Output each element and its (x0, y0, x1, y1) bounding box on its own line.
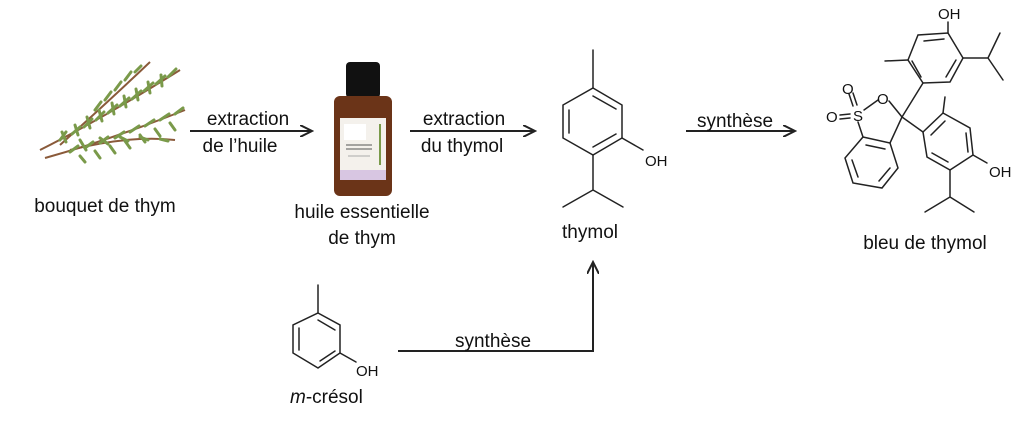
thymol-blue-oxo-top: O (842, 81, 854, 98)
oil-extraction-label-1: extraction (207, 109, 289, 130)
cresol-synthesis-arrow (398, 262, 593, 352)
thymol-oh-label: OH (645, 153, 668, 170)
cresol-synthesis-label: synthèse (455, 331, 531, 352)
thymol-extraction-label-2: du thymol (421, 136, 503, 157)
thymol-blue-ring-oxygen: O (877, 91, 889, 108)
m-cresol-oh-label: OH (356, 363, 379, 380)
essential-oil-label-2: de thym (328, 228, 396, 249)
m-cresol-structure (292, 284, 357, 369)
thymol-blue-label: bleu de thymol (863, 233, 987, 254)
blue-synthesis-label: synthèse (697, 111, 773, 132)
oil-extraction-label-2: de l’huile (203, 136, 278, 157)
essential-oil-label-1: huile essentielle (294, 202, 429, 223)
thymol-structure (562, 49, 644, 208)
thyme-bunch-label: bouquet de thym (34, 196, 176, 217)
essential-oil-bottle-image (334, 62, 392, 196)
thymol-blue-structure (839, 21, 1004, 213)
m-cresol-label-italic: m (290, 387, 306, 408)
m-cresol-label: m-crésol (290, 387, 363, 408)
thymol-blue-oh-bottom: OH (989, 164, 1012, 181)
thymol-label: thymol (562, 222, 618, 243)
thymol-extraction-label-1: extraction (423, 109, 505, 130)
thymol-blue-oh-top: OH (938, 6, 961, 23)
thymol-blue-sulfur: S (853, 108, 863, 125)
m-cresol-label-rest: -crésol (306, 387, 363, 408)
thymol-blue-oxo-left: O (826, 109, 838, 126)
thyme-bunch-image (39, 61, 186, 164)
